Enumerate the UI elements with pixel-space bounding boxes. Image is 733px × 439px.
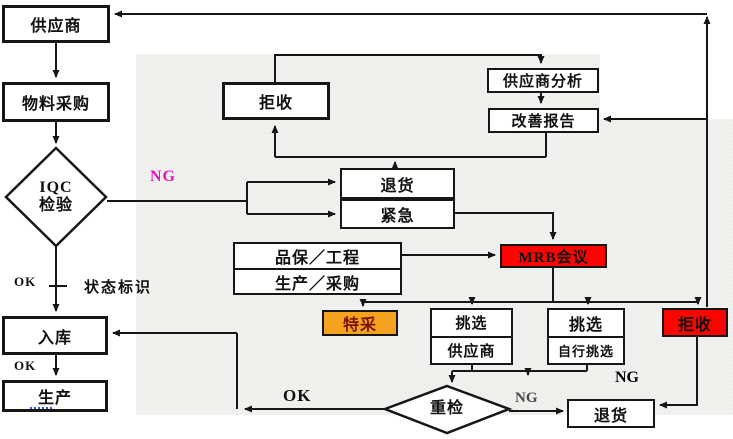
connector-urgent-mrb <box>455 212 557 240</box>
connector-reject-return <box>659 337 698 409</box>
recheck-diamond-shape <box>381 384 513 435</box>
connector-reject-analysis <box>274 54 545 82</box>
node-supplier-analysis: 供应商分析 <box>487 68 599 93</box>
node-improvement-report: 改善报告 <box>488 108 599 133</box>
node-iqc-inspection: IQC 检验 <box>16 168 96 226</box>
node-reject-right: 拒收 <box>662 308 728 337</box>
iqc-diamond-shape <box>4 146 108 248</box>
sorting-self-sub: 自行挑选 <box>549 335 623 364</box>
connectors <box>49 10 711 415</box>
label-ok-recheck: OK <box>283 386 312 405</box>
node-qa-group: 品保／工程 生产／采购 <box>233 242 402 295</box>
node-sorting-self: 挑选 自行挑选 <box>547 308 625 365</box>
node-production-purchasing: 生产／采购 <box>235 267 400 294</box>
node-production: 生产 <box>2 380 108 412</box>
node-special-acceptance: 特采 <box>322 310 398 336</box>
background-texture-right <box>600 119 733 415</box>
node-sorting-supplier: 挑选 供应商 <box>430 308 513 365</box>
iqc-label-line1: IQC <box>39 178 73 196</box>
node-return-mid: 退货 <box>340 168 455 199</box>
node-reject-top: 拒收 <box>222 82 330 120</box>
label-ok-warehouse: OK <box>14 358 37 373</box>
sorting-self-title: 挑选 <box>568 316 603 334</box>
node-mrb-meeting: MRB会议 <box>500 244 607 268</box>
node-recheck: 重检 <box>429 399 464 417</box>
spellcheck-squiggle <box>30 404 52 409</box>
label-ok-iqc: OK <box>14 274 37 289</box>
label-ng-reject-right: NG <box>615 369 639 386</box>
label-status-marking: 状态标识 <box>84 280 153 296</box>
sorting-supplier-sub: 供应商 <box>432 335 511 364</box>
label-ng-recheck: NG <box>515 390 538 406</box>
node-qa-engineering: 品保／工程 <box>274 249 360 267</box>
node-return-bottom: 退货 <box>567 399 655 428</box>
node-warehouse: 入库 <box>2 316 108 355</box>
node-urgent: 紧急 <box>340 199 455 229</box>
label-ng-iqc: NG <box>150 168 176 185</box>
iqc-label-line2: 检验 <box>38 197 73 214</box>
node-material-purchase: 物料采购 <box>2 82 110 122</box>
node-supplier: 供应商 <box>2 5 110 43</box>
sorting-supplier-title: 挑选 <box>455 316 488 333</box>
